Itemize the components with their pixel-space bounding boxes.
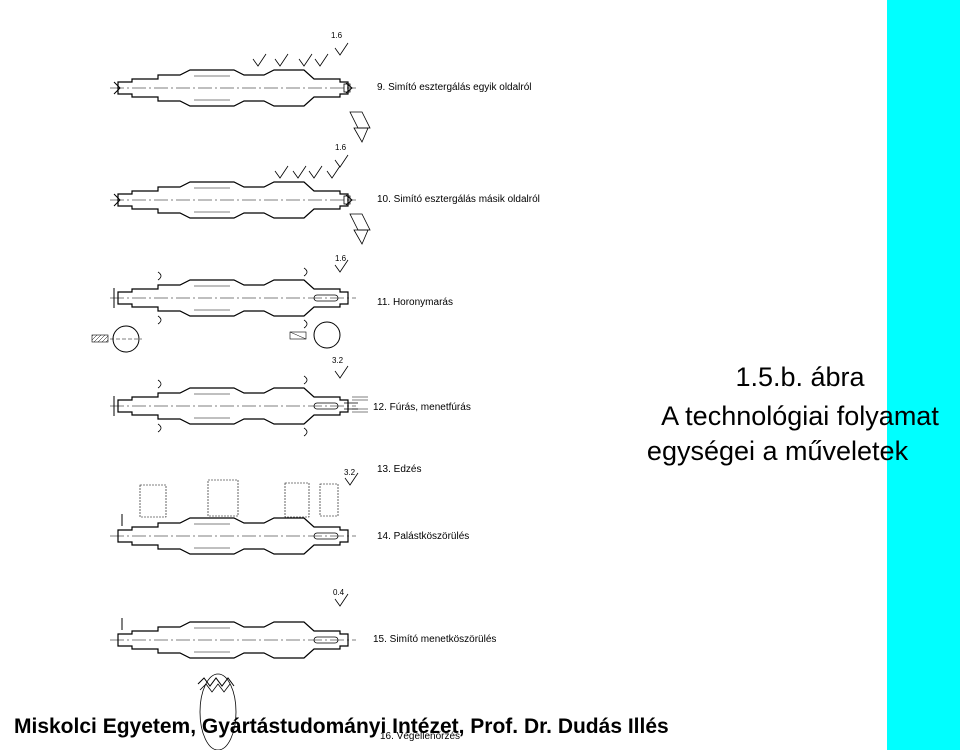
- operation-label-11: 11. Horonymarás: [377, 297, 453, 308]
- shaft-op14: [109, 514, 357, 555]
- shaft-op15: [109, 618, 357, 659]
- figure-number: 1.5.b. ábra: [735, 362, 865, 392]
- roughness-op13: 3.2: [344, 468, 356, 477]
- thread-gauge: [197, 673, 237, 750]
- figure-caption-line1: A technológiai folyamat: [661, 401, 939, 431]
- operation-label-15: 15. Simító menetköszörülés: [373, 634, 497, 645]
- figure-caption-line2: egységei a műveletek: [646, 436, 909, 466]
- operation-label-13: 13. Edzés: [377, 464, 422, 475]
- shaft-op10: [109, 165, 357, 219]
- footer-credit: Miskolci Egyetem, Gyártástudományi Intéz…: [14, 715, 669, 738]
- grinding-wheels: [139, 479, 339, 518]
- roughness-op9: 1.6: [331, 31, 343, 40]
- roughness-op12: 3.2: [332, 356, 344, 365]
- operation-label-16: 16. Végellenőrzés: [380, 731, 461, 742]
- roughness-op11: 1.6: [335, 254, 347, 263]
- roughness-ticks: [334, 42, 359, 607]
- cross-section-right: [289, 321, 341, 349]
- drill-symbols: [352, 396, 368, 413]
- cross-section-left: [91, 325, 142, 353]
- shaft-op9: [109, 53, 357, 107]
- shaft-op11: [109, 267, 357, 329]
- operation-label-14: 14. Palástköszörülés: [377, 531, 470, 542]
- roughness-op15: 0.4: [333, 588, 345, 597]
- accent-sidebar: [887, 0, 960, 750]
- shaft-op12: [109, 375, 358, 437]
- operation-label-10: 10. Simító esztergálás másik oldalról: [377, 194, 540, 205]
- operation-label-9: 9. Simító esztergálás egyik oldalról: [377, 82, 532, 93]
- tool-op9: [349, 111, 371, 143]
- roughness-op10: 1.6: [335, 143, 347, 152]
- operation-label-12: 12. Fúrás, menetfúrás: [373, 402, 471, 413]
- tool-op10: [349, 213, 371, 245]
